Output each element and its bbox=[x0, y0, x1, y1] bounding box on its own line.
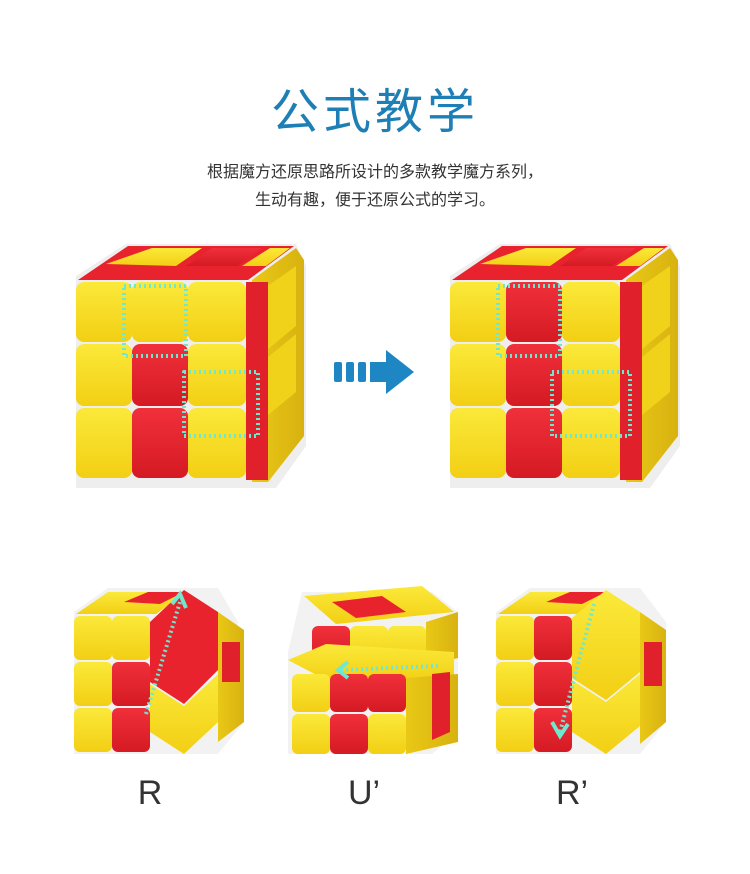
move-label-r-prime: R’ bbox=[555, 774, 589, 812]
page-description: 根据魔方还原思路所设计的多款教学魔方系列， 生动有趣，便于还原公式的学习。 bbox=[0, 158, 750, 214]
cube-before-image bbox=[76, 244, 306, 488]
description-line-1: 根据魔方还原思路所设计的多款教学魔方系列， bbox=[206, 162, 543, 181]
cube-move-r-image bbox=[74, 588, 244, 754]
double-dash-arrow-right-icon bbox=[334, 350, 414, 394]
cube-move-u-prime-image bbox=[288, 586, 458, 754]
page-title: 公式教学 bbox=[270, 84, 479, 140]
move-label-u-prime: U’ bbox=[347, 774, 381, 812]
cube-move-r-prime-image bbox=[496, 588, 666, 754]
move-label-r: R bbox=[137, 774, 163, 812]
cube-after-image bbox=[450, 244, 680, 488]
description-line-2: 生动有趣，便于还原公式的学习。 bbox=[254, 190, 495, 209]
